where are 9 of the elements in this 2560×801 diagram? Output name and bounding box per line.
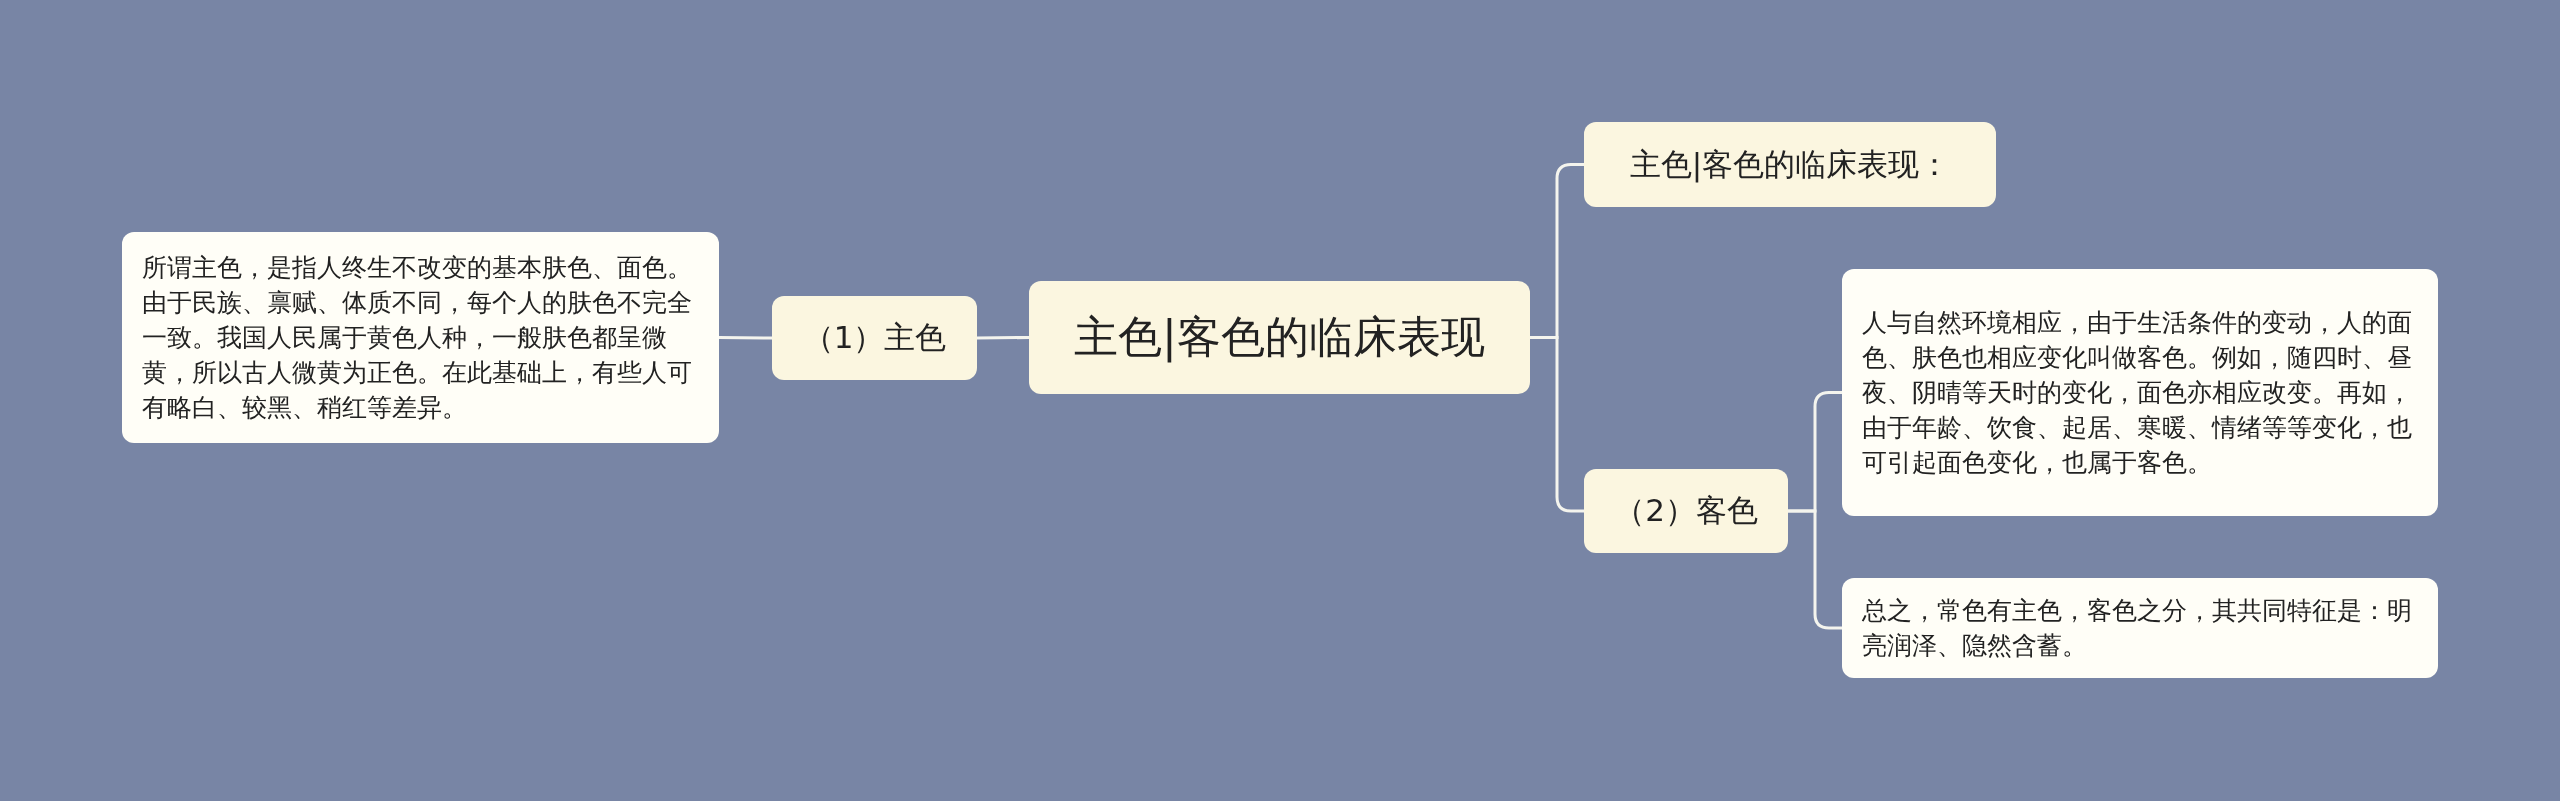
text-box: 人与自然环境相应，由于生活条件的变动，人的面色、肤色也相应变化叫做客色。例如，随四时、昼夜、阴晴等天时的变化，面色亦相应改变。再如，由于年龄、饮食、起居、寒暖、情绪等等变化，也可引起面色变化，也属于客色。	[1842, 269, 2438, 516]
connector-line	[977, 336, 1029, 340]
connector-line	[719, 336, 772, 340]
topic-box: （1）主色	[772, 296, 977, 380]
topic-box: 主色|客色的临床表现：	[1584, 122, 1996, 207]
text-box: 所谓主色，是指人终生不改变的基本肤色、面色。由于民族、禀赋、体质不同，每个人的肤色不完全一致。我国人民属于黄色人种，一般肤色都呈微黄，所以古人微黄为正色。在此基础上，有些人可有略白、较黑、稍红等差异。	[122, 232, 719, 443]
root-topic-box: 主色|客色的临床表现	[1029, 281, 1530, 394]
text-box: 总之，常色有主色，客色之分，其共同特征是：明亮润泽、隐然含蓄。	[1842, 578, 2438, 678]
topic-box: （2）客色	[1584, 469, 1788, 553]
